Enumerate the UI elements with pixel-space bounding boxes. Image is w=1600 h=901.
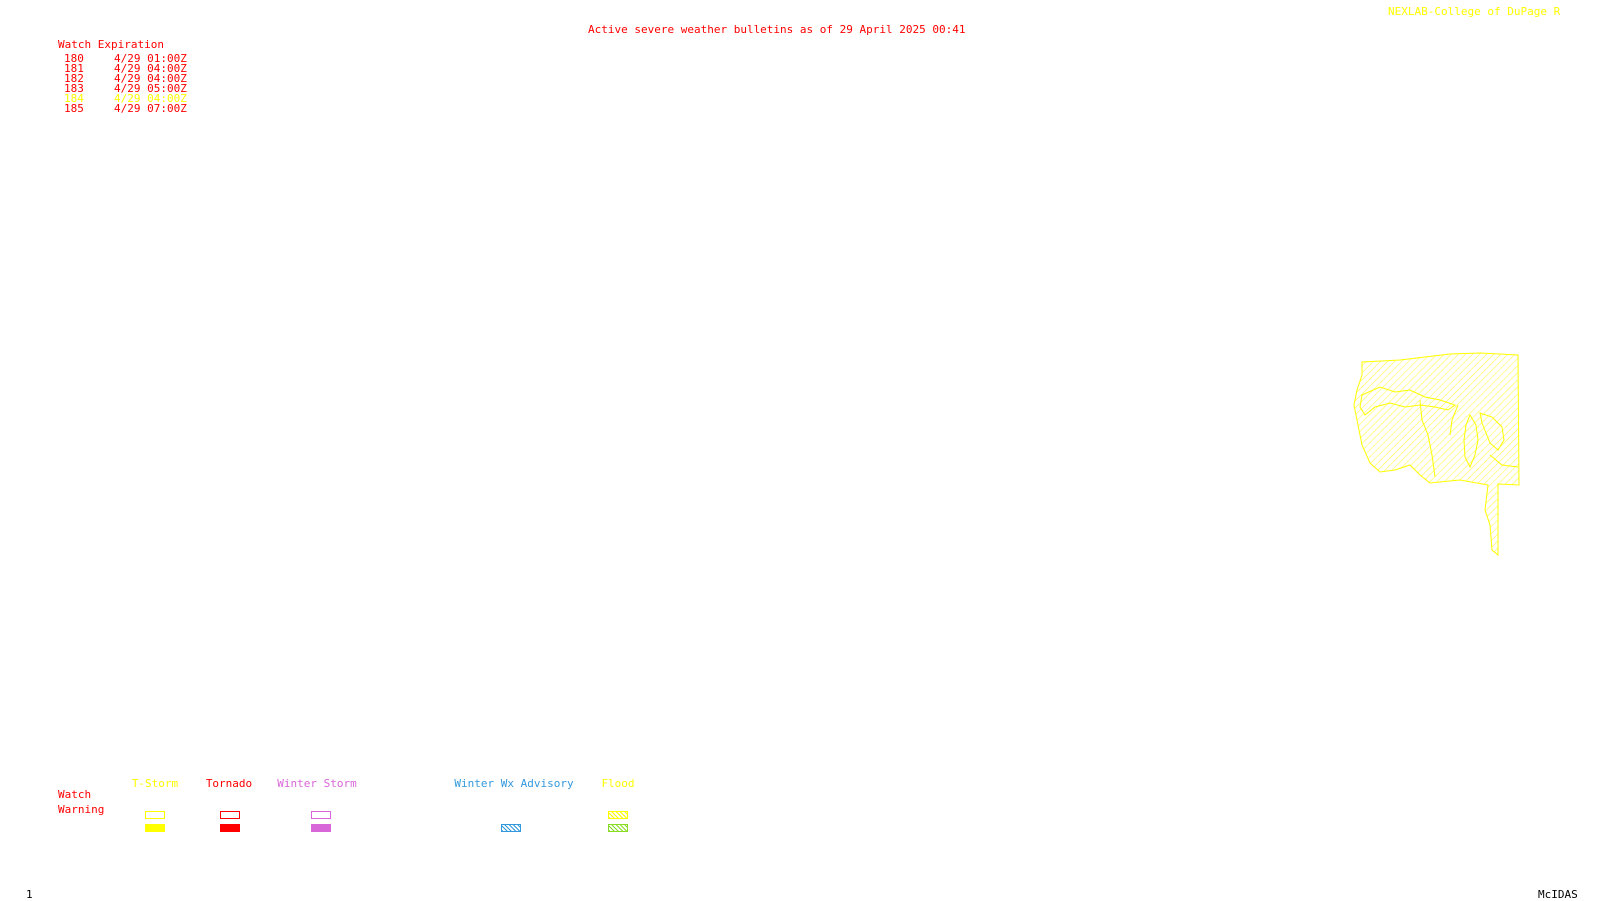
legend-tornado-label: Tornado	[205, 777, 253, 790]
winter-storm-warning-swatch	[311, 824, 331, 832]
watch-expiration-time: 4/29 01:00Z	[114, 52, 187, 65]
watch-row: 182 4/29 04:00Z	[64, 73, 187, 84]
flood-warning-swatch	[608, 824, 628, 832]
watch-number: 182	[64, 72, 84, 85]
lake-huron-outline	[1479, 412, 1505, 451]
watch-number: 185	[64, 102, 84, 115]
legend-tstorm: T-Storm	[85, 778, 225, 789]
flood-watch-area	[1353, 352, 1520, 557]
legend-winter-wx-advisory: Winter Wx Advisory	[444, 778, 584, 789]
watch-expiration-time: 4/29 04:00Z	[114, 72, 187, 85]
watch-row: 184 4/29 04:00Z	[64, 93, 187, 104]
software-label: McIDAS	[1538, 888, 1578, 901]
lake-superior-outline	[1359, 386, 1457, 416]
tstorm-warning-swatch	[145, 824, 165, 832]
watch-row: 180 4/29 01:00Z	[64, 53, 187, 64]
credit-label: NEXLAB-College of DuPage R	[1388, 5, 1561, 18]
watch-number: 181	[64, 62, 84, 75]
legend-winter-storm-label: Winter Storm	[277, 777, 357, 790]
flood-watch-swatch	[608, 811, 628, 819]
legend-tstorm-label: T-Storm	[131, 777, 179, 790]
watch-expiration-time: 4/29 07:00Z	[114, 102, 187, 115]
watch-expiration-time: 4/29 04:00Z	[114, 62, 187, 75]
winter-storm-watch-swatch	[311, 811, 331, 819]
tstorm-watch-swatch	[145, 811, 165, 819]
tornado-watch-swatch	[220, 811, 240, 819]
legend-flood: Flood	[548, 778, 688, 789]
bulletin-title: Active severe weather bulletins as of 29…	[588, 23, 966, 36]
watch-expiration-time: 4/29 04:00Z	[114, 92, 187, 105]
lake-michigan-outline	[1463, 413, 1479, 469]
watch-number: 183	[64, 82, 84, 95]
state-boundary	[1419, 399, 1519, 478]
tornado-warning-swatch	[220, 824, 240, 832]
frame-number: 1	[26, 888, 33, 901]
watch-number: 184	[64, 92, 84, 105]
watch-row: 185 4/29 07:00Z	[64, 103, 187, 114]
legend-flood-label: Flood	[601, 777, 635, 790]
legend-winter-storm: Winter Storm	[247, 778, 387, 789]
watch-row: 183 4/29 05:00Z	[64, 83, 187, 94]
watch-number: 180	[64, 52, 84, 65]
watch-expiration-time: 4/29 05:00Z	[114, 82, 187, 95]
watch-area-map	[1353, 352, 1520, 557]
watch-table-heading: Watch Expiration	[58, 38, 164, 51]
legend-tornado: Tornado	[159, 778, 299, 789]
legend-row-watch-label: Watch	[58, 788, 92, 801]
winter-wx-advisory-swatch	[501, 824, 521, 832]
watch-row: 181 4/29 04:00Z	[64, 63, 187, 74]
legend-row-warning-label: Warning	[58, 803, 105, 816]
legend-winter-wx-advisory-label: Winter Wx Advisory	[454, 777, 574, 790]
